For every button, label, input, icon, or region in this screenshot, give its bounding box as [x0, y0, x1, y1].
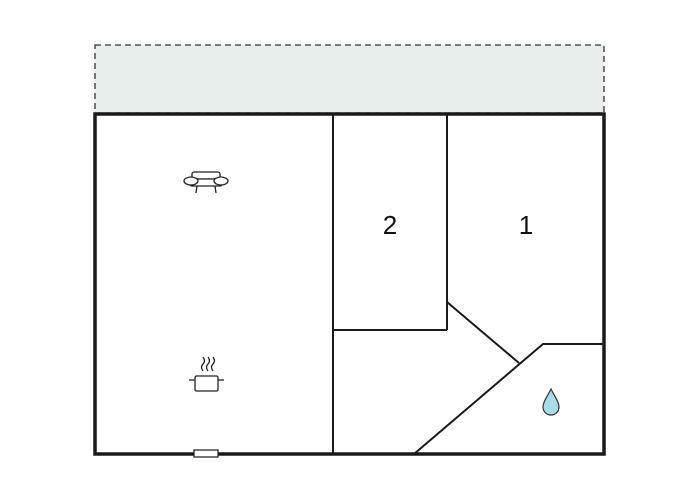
wall-bathroom [413, 343, 604, 455]
water-drop-icon [542, 387, 560, 416]
entrance-door [193, 449, 219, 458]
outer-wall [93, 112, 606, 456]
sofa-icon [183, 171, 229, 194]
wall-hall-diagonal [446, 301, 520, 364]
cooking-pot-icon [189, 356, 224, 392]
room-label-2: 2 [383, 210, 397, 240]
terrace-area [94, 44, 605, 114]
interior-walls [332, 114, 604, 455]
room-label-1: 1 [519, 210, 533, 240]
